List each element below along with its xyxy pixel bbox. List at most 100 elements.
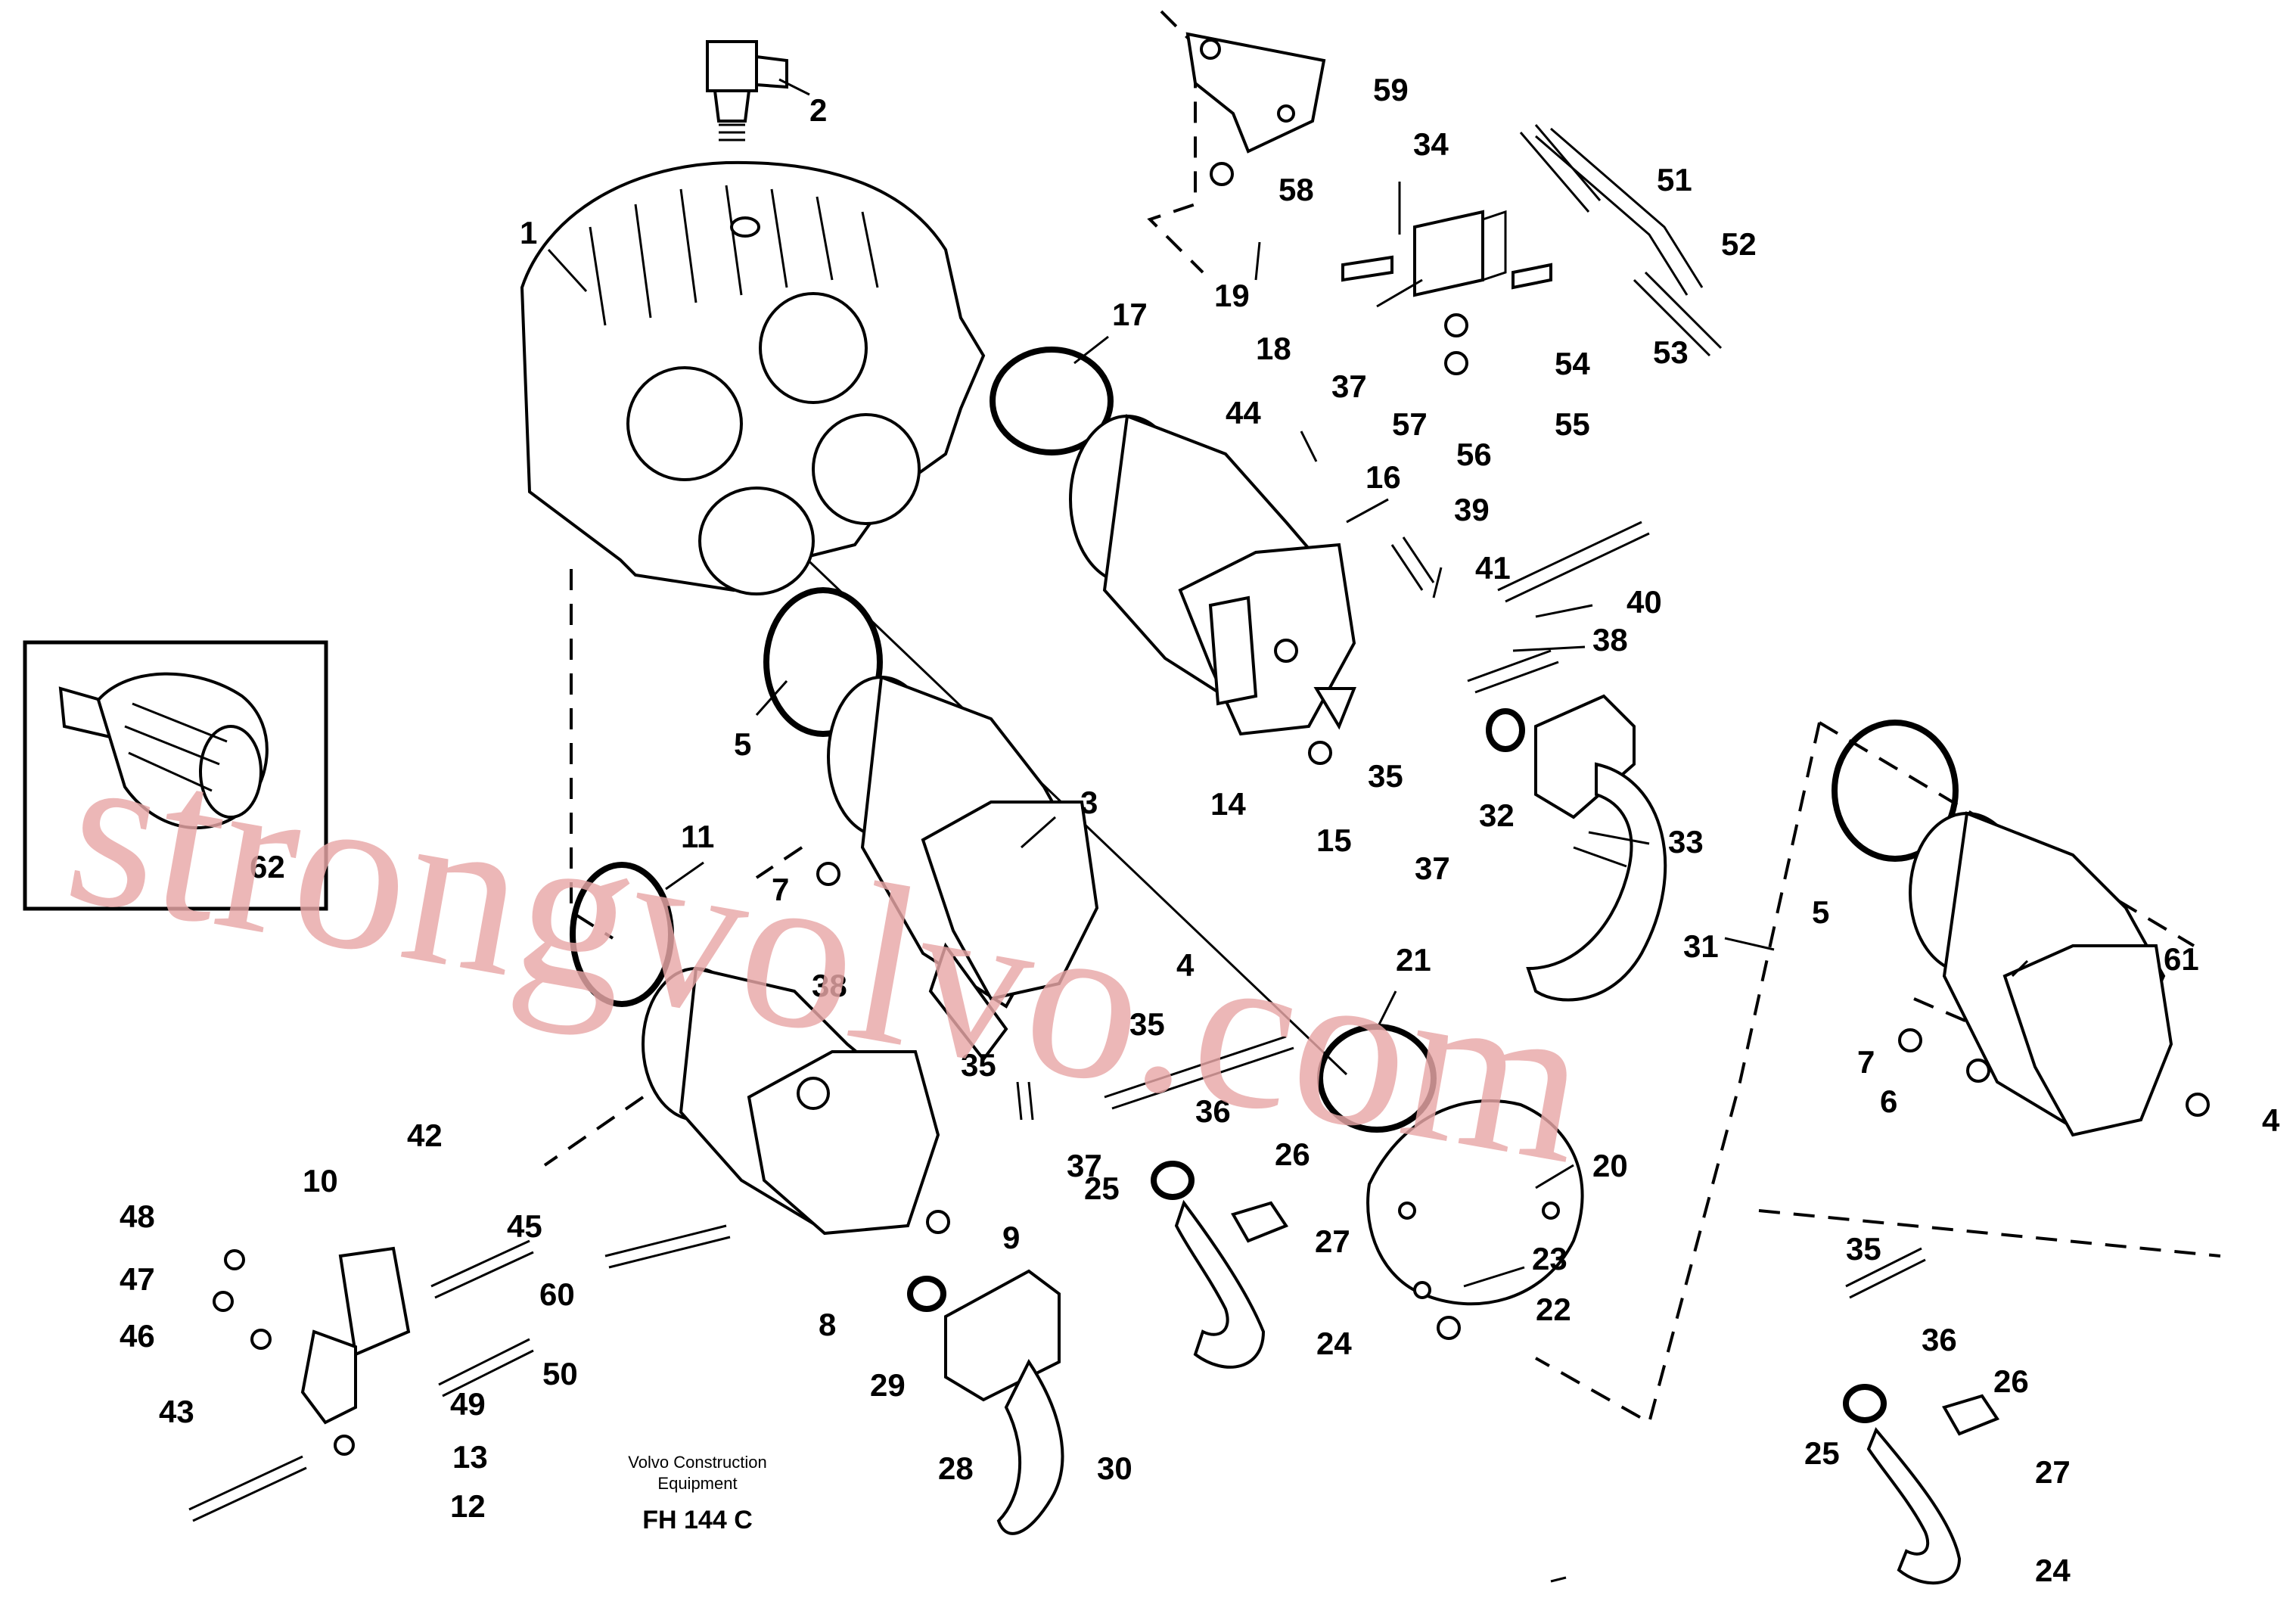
label-47: 47	[120, 1261, 155, 1297]
label-27-right: 27	[2035, 1454, 2071, 1490]
label-23: 23	[1532, 1241, 1567, 1276]
elbow-hose-31	[1526, 694, 1667, 1002]
label-10: 10	[303, 1163, 338, 1198]
label-34: 34	[1413, 126, 1449, 162]
o-ring-25	[1151, 1161, 1195, 1200]
label-32: 32	[1479, 797, 1515, 833]
label-60: 60	[539, 1276, 575, 1312]
o-ring-17	[990, 347, 1114, 455]
part-labels: 1 2 3 4 5 6 7 8 9 10 11 12 13 14 15 16 1…	[120, 72, 2280, 1588]
label-58: 58	[1278, 172, 1314, 207]
motor-lower	[642, 966, 940, 1236]
label-3: 3	[1080, 785, 1098, 820]
label-38: 38	[1592, 622, 1628, 658]
label-33: 33	[1668, 824, 1704, 860]
bracket-42	[300, 1246, 411, 1425]
label-29: 29	[870, 1367, 906, 1403]
elbow-hose-28	[944, 1269, 1064, 1535]
label-37c: 37	[1067, 1148, 1102, 1183]
label-42: 42	[407, 1118, 443, 1153]
label-35b: 35	[1129, 1006, 1165, 1042]
label-53: 53	[1653, 334, 1689, 370]
label-16: 16	[1365, 459, 1401, 495]
label-21: 21	[1396, 942, 1431, 978]
motor-right	[1909, 811, 2173, 1137]
label-49: 49	[450, 1386, 486, 1422]
label-54: 54	[1555, 346, 1590, 381]
label-37b: 37	[1415, 850, 1450, 886]
label-57: 57	[1392, 406, 1428, 442]
label-43: 43	[159, 1394, 194, 1429]
o-ring-25-right	[1843, 1384, 1887, 1423]
label-1: 1	[520, 215, 537, 250]
o-ring-5	[763, 587, 883, 737]
label-5: 5	[734, 726, 751, 762]
label-12: 12	[450, 1488, 486, 1524]
label-44: 44	[1226, 395, 1261, 431]
label-51: 51	[1657, 162, 1692, 197]
label-28: 28	[938, 1450, 974, 1486]
caption-block: Volvo Construction Equipment FH 144 C	[628, 1453, 766, 1534]
label-20: 20	[1592, 1148, 1628, 1183]
label-9: 9	[1002, 1220, 1020, 1255]
label-56: 56	[1456, 437, 1492, 472]
label-24: 24	[1316, 1326, 1352, 1361]
label-22: 22	[1536, 1292, 1571, 1327]
pipe-24-right	[1866, 1394, 2000, 1585]
caption-code: FH 144 C	[642, 1506, 753, 1534]
label-37: 37	[1331, 368, 1367, 404]
label-62: 62	[250, 849, 285, 884]
label-35c: 35	[961, 1047, 996, 1083]
label-19: 19	[1214, 278, 1250, 313]
motor-upper	[1069, 414, 1356, 736]
label-15: 15	[1316, 822, 1352, 858]
label-26-right: 26	[1993, 1363, 2029, 1399]
label-4-right: 4	[2262, 1102, 2280, 1138]
label-2: 2	[809, 92, 827, 128]
label-36b: 36	[1922, 1322, 1957, 1357]
label-17: 17	[1112, 297, 1148, 332]
small-fittings	[213, 162, 2210, 1456]
label-7-right: 7	[1857, 1044, 1875, 1080]
o-ring-29	[907, 1276, 946, 1312]
label-6: 6	[1880, 1083, 1897, 1119]
o-ring-5-right	[1832, 720, 1959, 862]
label-46: 46	[120, 1318, 155, 1354]
label-40: 40	[1626, 584, 1662, 620]
bracket-top	[1185, 32, 1326, 154]
o-ring-11	[570, 862, 674, 1007]
label-31: 31	[1683, 928, 1719, 964]
label-48: 48	[120, 1198, 155, 1234]
housing	[520, 160, 986, 595]
top-fitting	[706, 40, 788, 141]
valve-block	[1341, 210, 1552, 297]
label-50: 50	[542, 1356, 578, 1391]
pipe-24	[1174, 1199, 1289, 1369]
label-59: 59	[1373, 72, 1409, 107]
o-ring-32	[1486, 708, 1525, 752]
label-25: 25	[1084, 1171, 1120, 1206]
label-14: 14	[1210, 786, 1246, 822]
label-30: 30	[1097, 1450, 1132, 1486]
leader-lines	[547, 78, 2029, 1583]
label-18: 18	[1256, 331, 1291, 366]
label-39: 39	[1454, 492, 1490, 527]
label-41: 41	[1475, 550, 1511, 586]
label-24-right: 24	[2035, 1553, 2071, 1588]
label-7: 7	[772, 872, 789, 907]
hoses	[188, 124, 1926, 1522]
motor-middle	[827, 675, 1099, 1062]
label-27: 27	[1315, 1223, 1350, 1259]
label-52: 52	[1721, 226, 1757, 262]
inset-box	[23, 640, 328, 911]
label-36: 36	[1195, 1093, 1231, 1129]
label-35: 35	[1368, 758, 1403, 794]
label-26: 26	[1275, 1136, 1310, 1172]
label-25-right: 25	[1804, 1435, 1840, 1471]
label-13: 13	[452, 1439, 488, 1475]
label-35d: 35	[1846, 1231, 1881, 1267]
caption-line1: Volvo Construction	[628, 1453, 766, 1472]
label-45: 45	[507, 1208, 542, 1244]
